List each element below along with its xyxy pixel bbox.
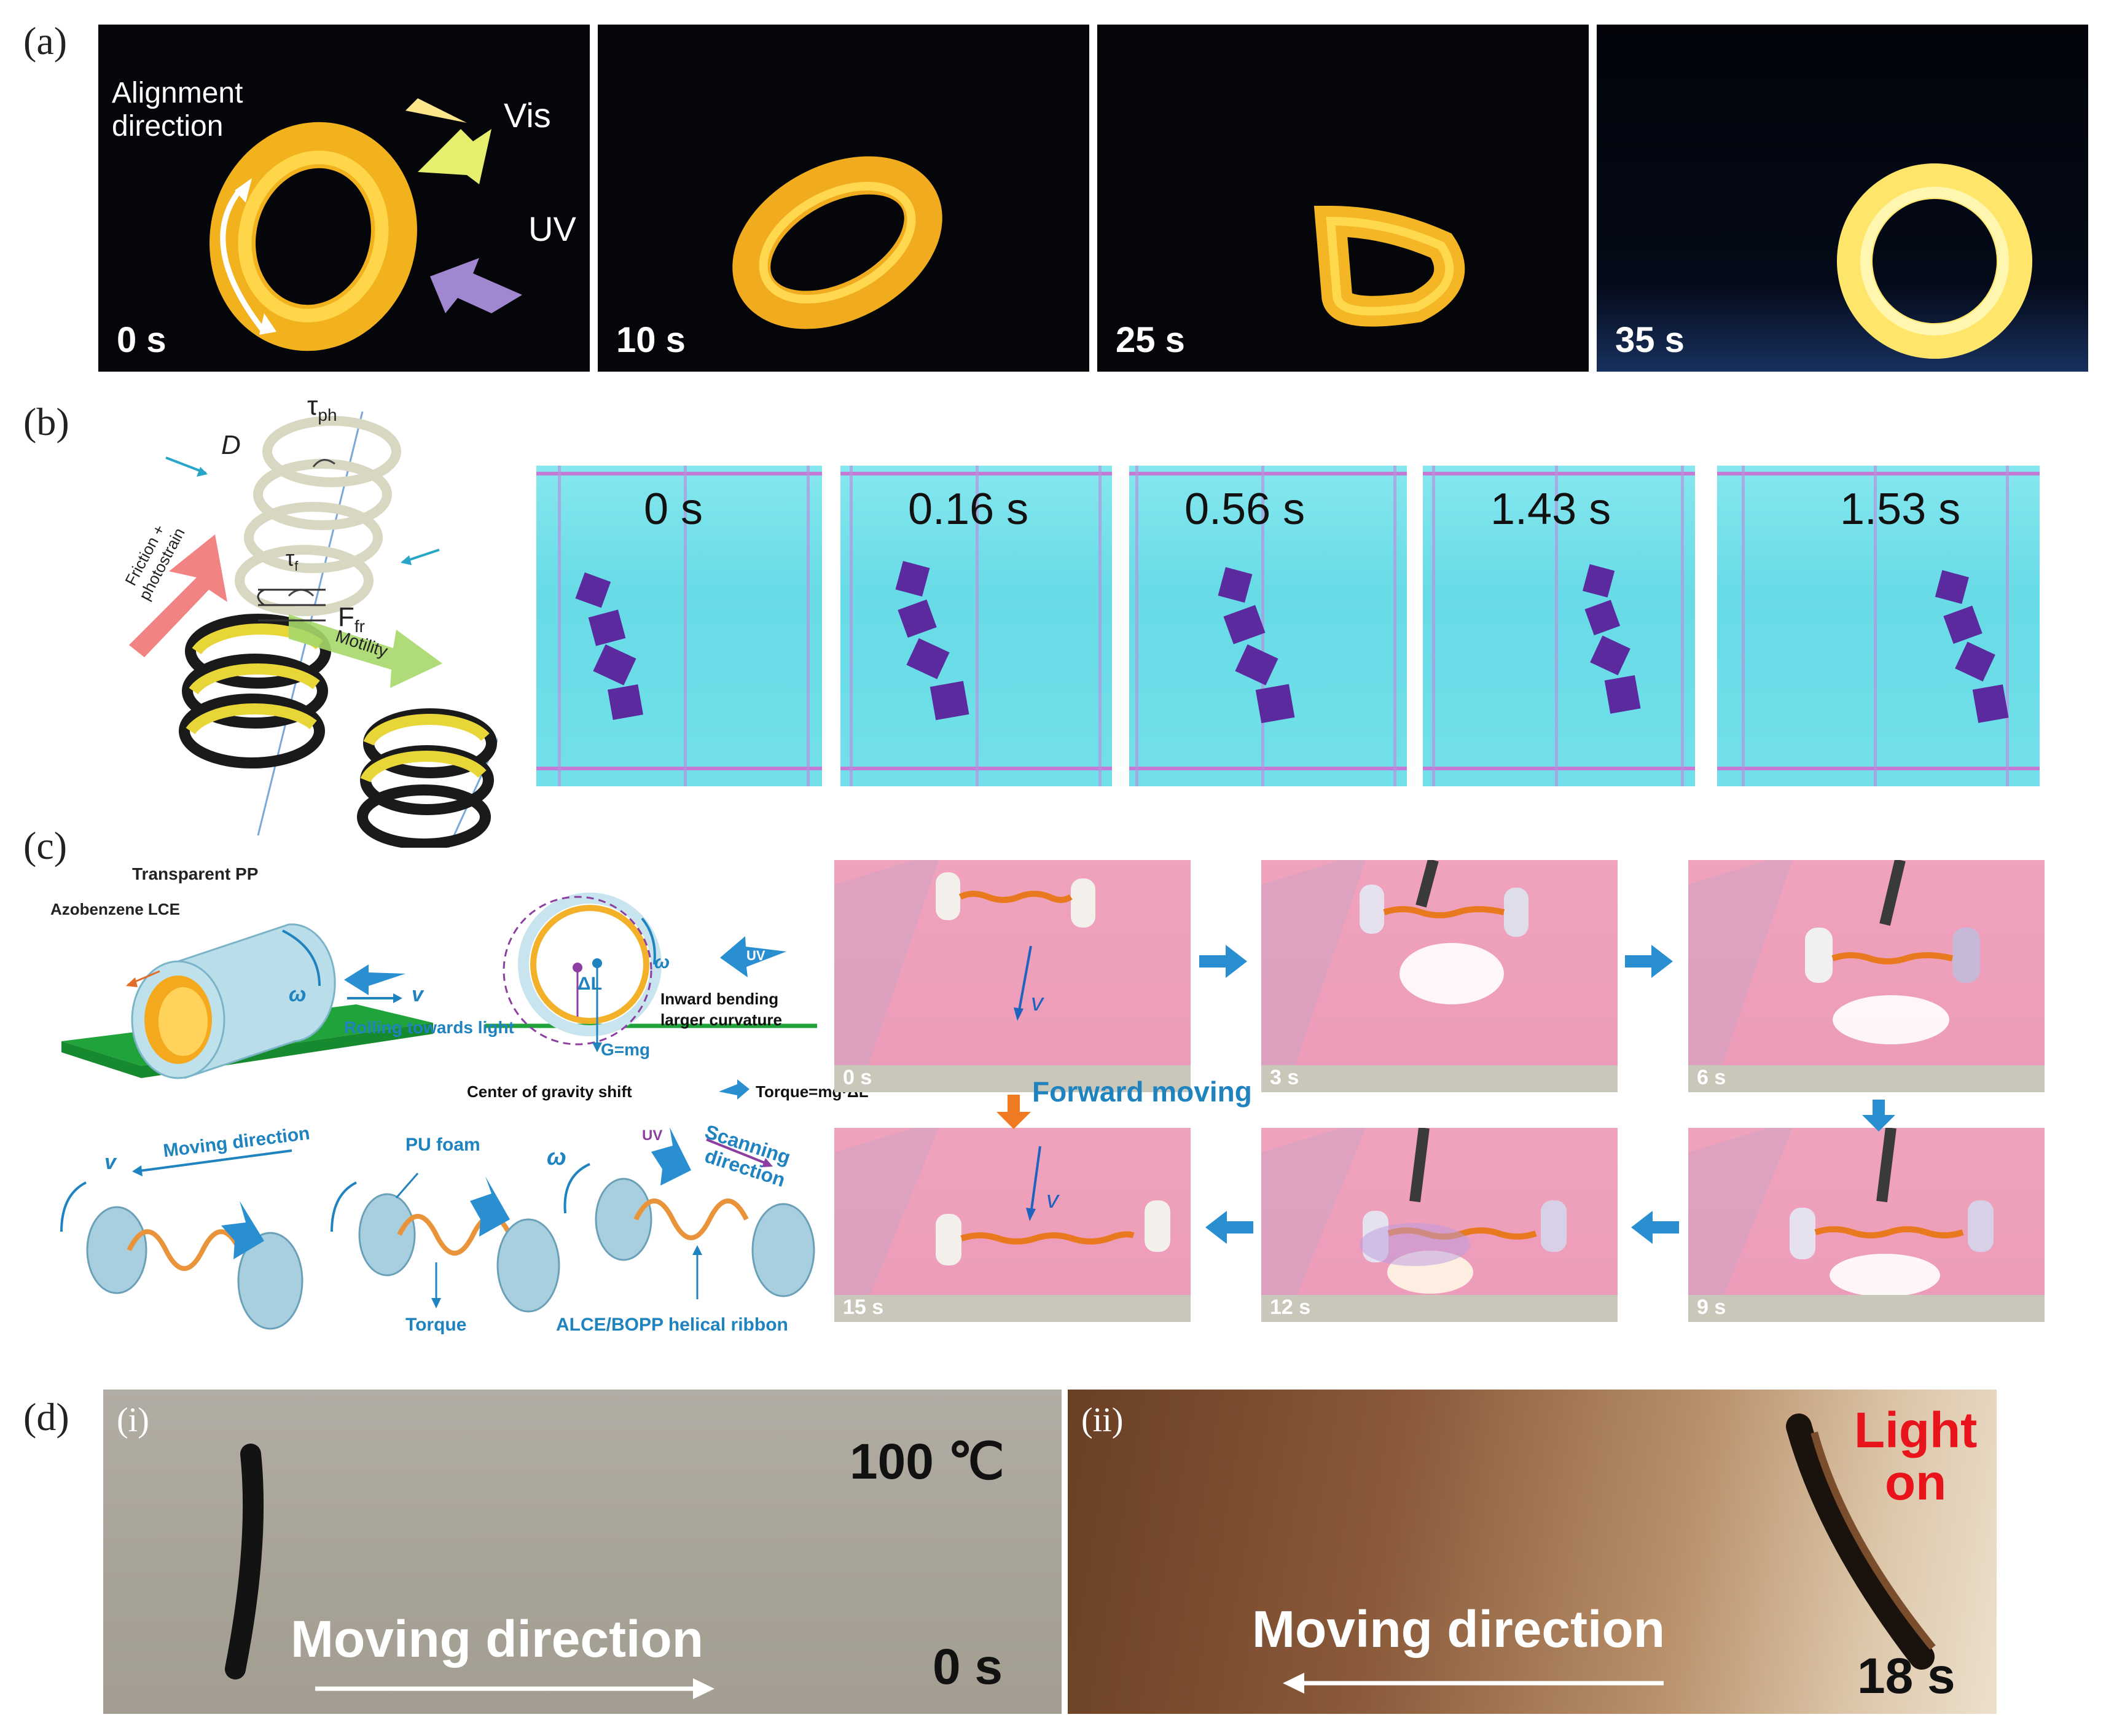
panel-d-frame-ii: (ii) Light on Moving direction 18 s [1068, 1390, 1997, 1714]
panel-c-frame-4: 12 s [1261, 1128, 1618, 1322]
uv-label-1: UV [353, 913, 372, 929]
frame-time: 25 s [1116, 320, 1185, 360]
frame-time: 0.16 s [908, 485, 1029, 534]
panel-c-frame-1: 3 s [1261, 860, 1618, 1092]
panel-a-frame-2: 25 s [1097, 25, 1589, 372]
frame-time: 0 s [843, 1066, 872, 1089]
panel-b-frame-1: 0.16 s [840, 466, 1112, 786]
panel-b-frame-0: 0 s [536, 466, 822, 786]
center-of-gravity-shift-label: Center of gravity shift [467, 1082, 632, 1101]
panel-c-frame-5: 9 s [1688, 1128, 2045, 1322]
panel-d-frame-i: (i) 100 ℃ Moving direction 0 s [103, 1390, 1062, 1714]
pu-foam-label: PU foam [405, 1135, 480, 1155]
time-label-i: 0 s [933, 1639, 1003, 1695]
frame-time: 15 s [843, 1296, 884, 1319]
f-fr-label: Ffr [338, 602, 365, 636]
panel-a-frame-1: 10 s [598, 25, 1089, 372]
temperature-label: 100 ℃ [850, 1434, 1004, 1490]
frame-time: 6 s [1697, 1066, 1726, 1089]
torque-label: Torque [405, 1315, 467, 1335]
frame-time: 0 s [644, 485, 703, 534]
uv-label-3: UV [642, 1127, 663, 1144]
v-label-3: v [104, 1151, 116, 1174]
frame-time: 10 s [616, 320, 686, 360]
alignment-direction-label: Alignment direction [112, 77, 243, 143]
omega-label-1: ω [289, 983, 307, 1006]
panel-b-letter: (b) [23, 400, 69, 444]
frame-time: 35 s [1615, 320, 1685, 360]
moving-direction-label-i: Moving direction [291, 1610, 703, 1668]
g-mg-label: G=mg [601, 1040, 651, 1059]
panel-c-frame-2: 6 s [1688, 860, 2045, 1092]
v-label-1: v [412, 983, 423, 1006]
frame-time: 0.56 s [1184, 485, 1305, 534]
subpanel-ii-label: (ii) [1081, 1401, 1124, 1439]
panel-b-frame-3: 1.43 s [1423, 466, 1695, 786]
frame-time: 0 s [117, 320, 166, 360]
panel-a-frame-3: 35 s [1597, 25, 2088, 372]
helix-schematic: τph D τf Ffr Friction + photostrain Moti… [104, 391, 498, 848]
on-label: on [1885, 1455, 1947, 1511]
frame-time: 1.53 s [1840, 485, 1961, 534]
panel-b-frame-2: 0.56 s [1129, 466, 1407, 786]
panel-d-letter: (d) [23, 1395, 69, 1439]
tau-f-label: τf [286, 545, 299, 574]
d-label: D [221, 430, 241, 460]
delta-l-label: ΔL [577, 974, 602, 994]
moving-direction-label-ii: Moving direction [1252, 1600, 1665, 1658]
vis-label: Vis [504, 96, 551, 135]
omega-label-3: ω [547, 1144, 566, 1170]
larger-curvature-label: larger curvature [660, 1011, 782, 1029]
inward-bending-label: Inward bending [660, 990, 779, 1008]
frame-time: 12 s [1270, 1296, 1311, 1319]
rolling-schematic: Transparent PP Azobenzene LCE UV ω v Rol… [37, 857, 869, 1361]
frame-time: 3 s [1270, 1066, 1299, 1089]
time-label-ii: 18 s [1857, 1648, 1955, 1704]
omega-label-2: ω [654, 952, 670, 972]
uv-label: UV [528, 209, 576, 248]
panel-a-frame-0: Alignment direction Vis UV 0 s [98, 25, 590, 372]
subpanel-i-label: (i) [117, 1401, 149, 1439]
tau-ph-label: τph [307, 391, 337, 424]
rolling-towards-light-label: Rolling towards light [344, 1018, 514, 1037]
forward-moving-label: Forward moving [1032, 1076, 1252, 1108]
azobenzene-lce-label: Azobenzene LCE [50, 900, 180, 918]
panel-c-letter: (c) [23, 824, 68, 867]
uv-label-2: UV [746, 948, 765, 963]
light-label: Light [1854, 1402, 1978, 1458]
v-label-photo-1: v [1031, 989, 1043, 1016]
alce-bopp-label: ALCE/BOPP helical ribbon [556, 1315, 788, 1335]
panel-c-frame-0: v 0 s [834, 860, 1191, 1092]
panel-a-letter: (a) [23, 19, 68, 63]
panel-c-frame-3: v 15 s [834, 1128, 1191, 1322]
panel-b-frame-4: 1.53 s [1717, 466, 2040, 786]
frame-time: 1.43 s [1490, 485, 1611, 534]
frame-time: 9 s [1697, 1296, 1726, 1319]
transparent-pp-label: Transparent PP [132, 864, 259, 883]
v-label-photo-2: v [1046, 1186, 1059, 1213]
